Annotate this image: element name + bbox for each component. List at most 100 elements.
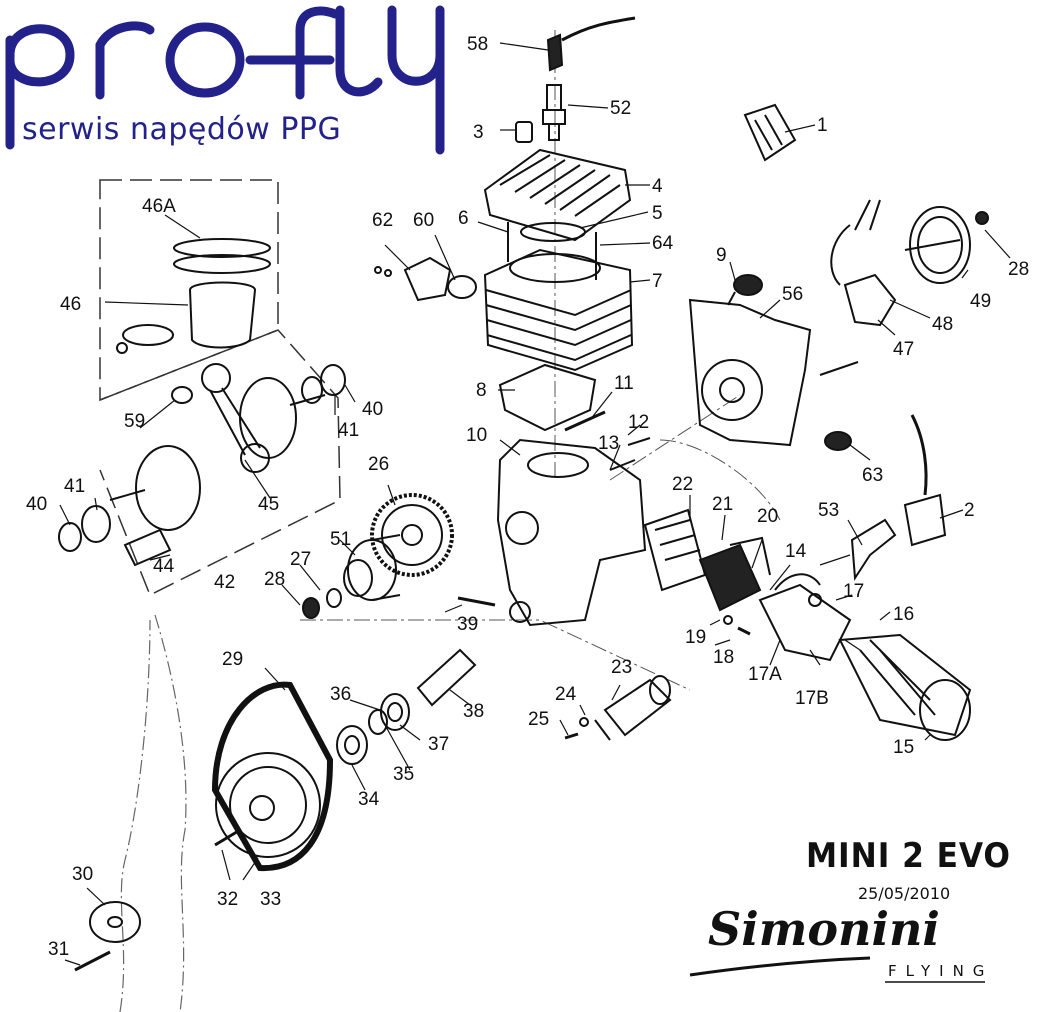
- coil-bracket: [850, 518, 897, 582]
- brand-subtitle: FLYING: [888, 962, 994, 980]
- callout-labels: 58 52 3 1 4 5 6 64 7 62 60 8 11 10 12 13…: [26, 34, 1029, 960]
- screw-18: [737, 626, 751, 636]
- callout-28-left: 28: [264, 569, 285, 590]
- callout-28-right: 28: [1008, 259, 1029, 280]
- callout-21: 21: [712, 494, 733, 515]
- spark-plug-cap: [546, 16, 636, 72]
- callout-34: 34: [358, 789, 380, 810]
- callout-18: 18: [713, 647, 734, 668]
- callout-64: 64: [652, 233, 674, 254]
- exhaust-flange: [374, 256, 477, 302]
- cylinder-head: [483, 148, 632, 242]
- screw-25: [564, 732, 579, 740]
- bearing-set: [336, 693, 410, 765]
- callout-36: 36: [330, 684, 351, 705]
- needle-bearing: [171, 386, 193, 404]
- callout-24: 24: [555, 684, 577, 705]
- washer-19: [723, 615, 733, 625]
- callout-13: 13: [598, 433, 619, 454]
- flywheel: [904, 206, 989, 284]
- callout-41-left: 41: [64, 476, 85, 497]
- callout-10: 10: [466, 425, 487, 446]
- base-gasket: [498, 363, 597, 432]
- logo-tagline: serwis napędów PPG: [22, 112, 342, 147]
- callout-9: 9: [716, 245, 727, 266]
- main-bearing-left: [58, 505, 111, 552]
- simonini-logo: Simonini: [689, 902, 985, 983]
- piston: [116, 281, 257, 354]
- callout-25: 25: [528, 709, 549, 730]
- logo-wordmark: [5, 5, 445, 155]
- callout-58: 58: [467, 34, 488, 55]
- callout-1: 1: [817, 115, 828, 136]
- callout-48: 48: [932, 314, 953, 335]
- piston-rings: [173, 238, 271, 274]
- callout-37: 37: [428, 734, 449, 755]
- callout-41-right: 41: [338, 420, 359, 441]
- washer-24: [579, 717, 589, 727]
- callout-23: 23: [611, 657, 632, 678]
- washer-27: [326, 588, 342, 608]
- callout-22: 22: [672, 474, 693, 495]
- callout-4: 4: [652, 176, 663, 197]
- callout-3: 3: [473, 122, 484, 143]
- reed-bolt: [609, 437, 651, 471]
- callout-40-right: 40: [362, 399, 383, 420]
- reed-valve: [643, 508, 707, 592]
- callout-16: 16: [893, 604, 914, 625]
- callout-56: 56: [782, 284, 803, 305]
- crank-pin: [123, 528, 172, 567]
- nut-28: [302, 597, 320, 619]
- prop-bolt: [74, 950, 111, 972]
- stator: [830, 199, 897, 327]
- callout-29: 29: [222, 649, 243, 670]
- callout-39: 39: [457, 614, 478, 635]
- callout-7: 7: [652, 271, 663, 292]
- callout-60: 60: [413, 210, 434, 231]
- reduction-shaft: [416, 648, 477, 707]
- air-filter: [838, 633, 972, 741]
- callout-6: 6: [458, 208, 469, 229]
- callout-17: 17: [843, 581, 864, 602]
- cylinder: [483, 248, 634, 372]
- crankcase: [496, 438, 647, 627]
- piston-kit-group-box: [99, 179, 341, 597]
- callout-40-left: 40: [26, 494, 47, 515]
- simonini-wordmark: Simonini: [708, 902, 940, 956]
- main-bearing-right: [301, 364, 346, 404]
- callout-44: 44: [153, 556, 175, 577]
- model-name: MINI 2 EVO: [806, 836, 1011, 876]
- engine-mounting-plate: [688, 298, 859, 447]
- callout-35: 35: [393, 764, 414, 785]
- drive-pulley: [343, 534, 401, 601]
- bolt-32: [214, 828, 241, 847]
- callout-42: 42: [214, 572, 235, 593]
- propeller-pulley: [215, 752, 321, 858]
- callout-31: 31: [48, 939, 69, 960]
- callout-26: 26: [368, 454, 389, 475]
- callout-62: 62: [372, 210, 393, 231]
- rubber-mount-63: [824, 431, 852, 451]
- crankshaft: [109, 377, 326, 531]
- callout-52: 52: [610, 98, 631, 119]
- callout-30: 30: [72, 864, 93, 885]
- bolt-39: [457, 596, 496, 607]
- callout-15: 15: [893, 737, 914, 758]
- drive-belt: [211, 681, 334, 872]
- model-date: 25/05/2010: [858, 884, 951, 903]
- callout-27: 27: [290, 549, 311, 570]
- callout-49: 49: [970, 291, 991, 312]
- callout-51: 51: [330, 529, 351, 550]
- callout-63: 63: [862, 465, 883, 486]
- callout-11: 11: [614, 373, 634, 394]
- propeller-plate: [89, 901, 141, 943]
- callout-12: 12: [628, 412, 649, 433]
- callout-8: 8: [476, 380, 487, 401]
- insert: [515, 121, 533, 143]
- propeller-outline: [119, 614, 187, 1012]
- callout-47: 47: [893, 339, 914, 360]
- leader-lines: [59, 42, 1011, 966]
- ring-gear: [370, 493, 454, 577]
